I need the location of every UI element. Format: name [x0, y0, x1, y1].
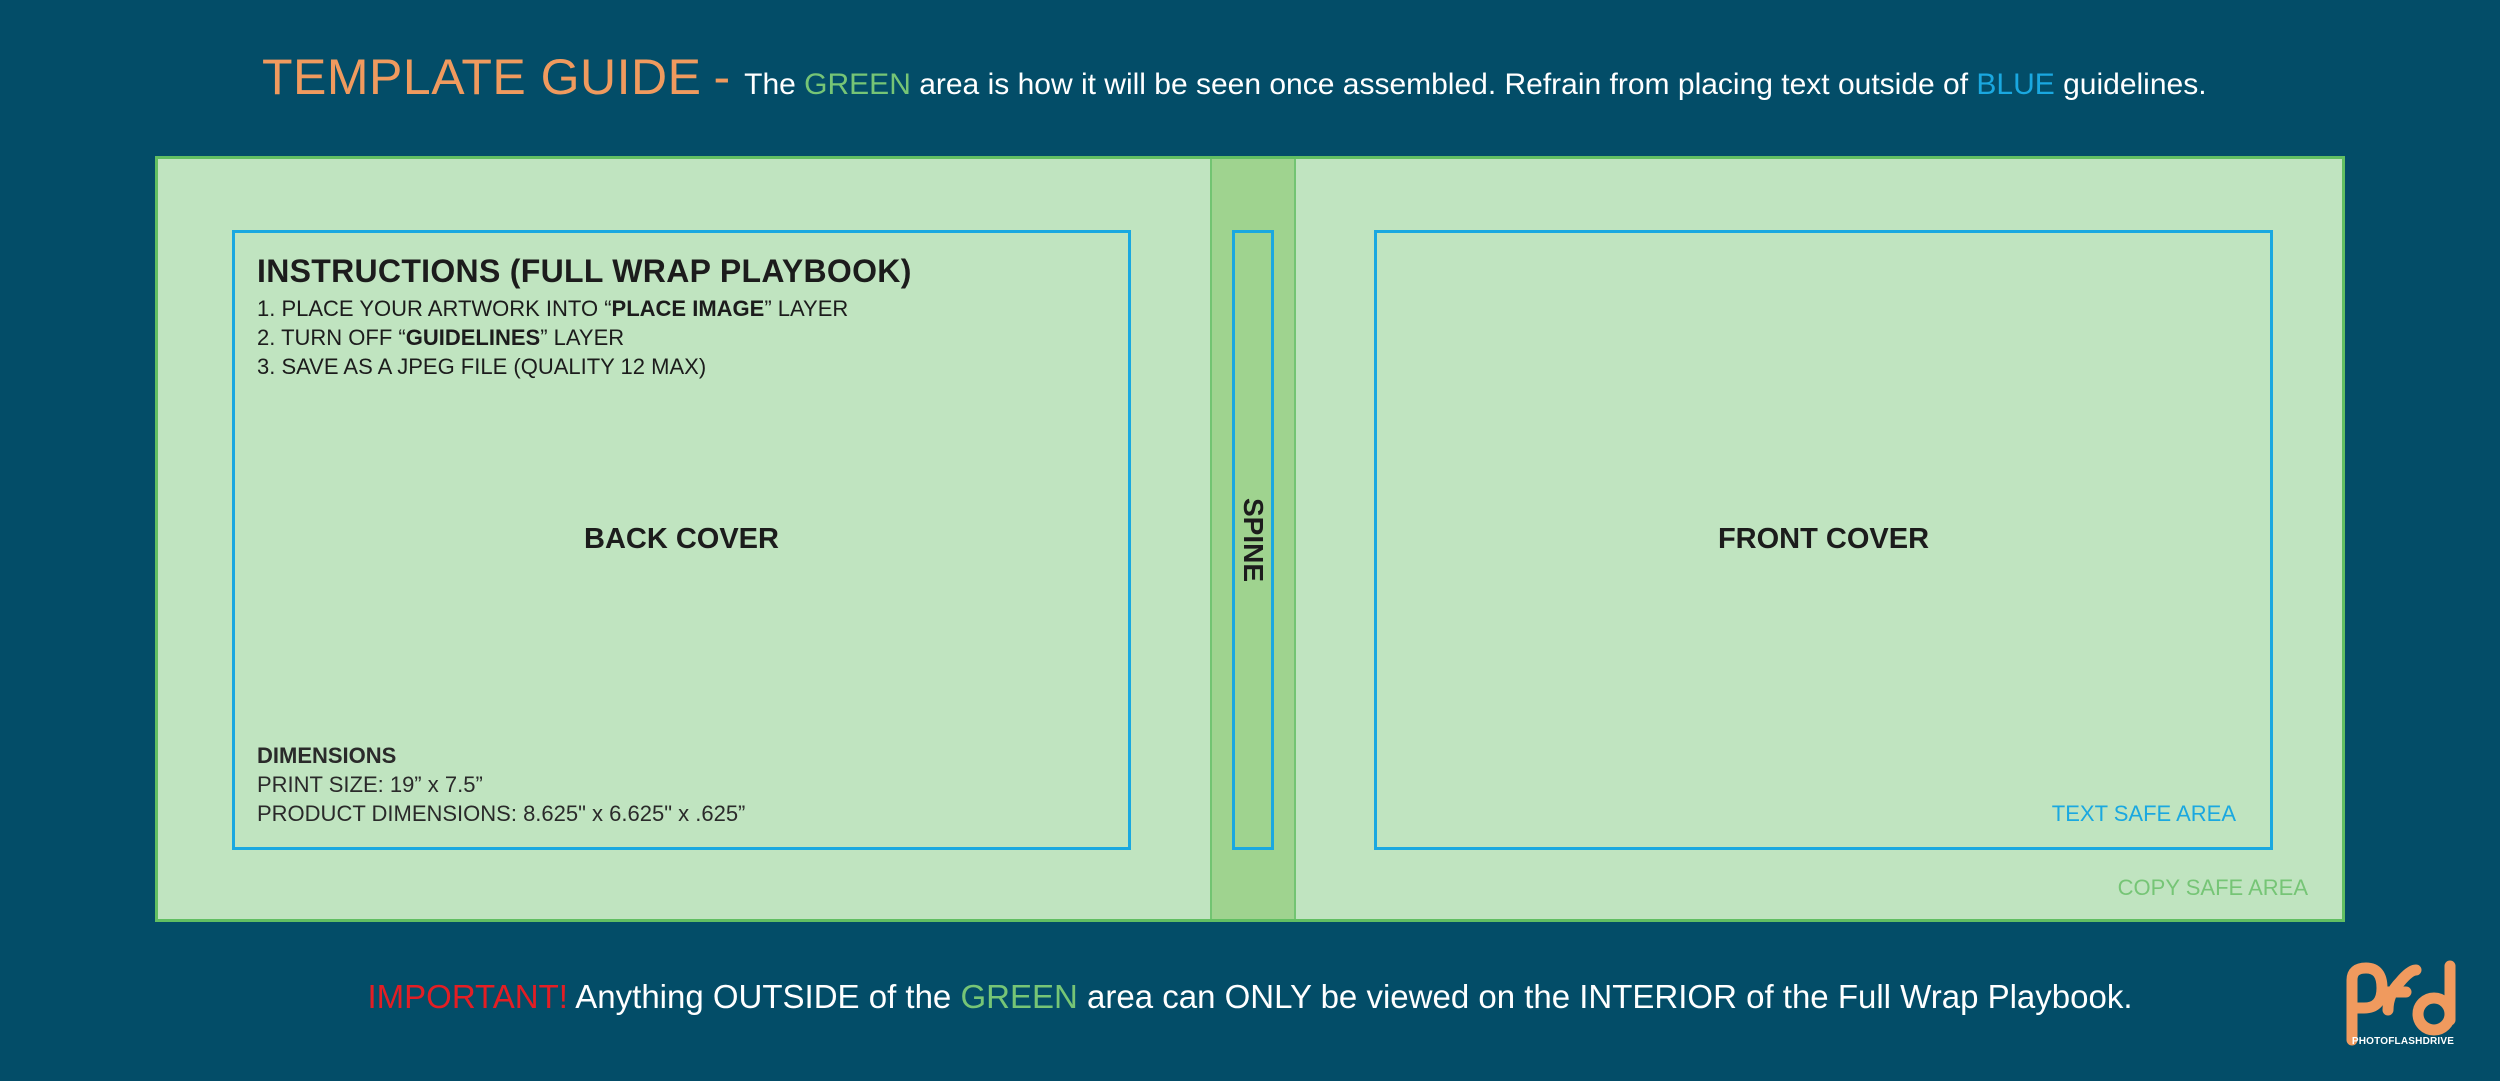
important-label: IMPORTANT!: [367, 978, 568, 1015]
step1-pre: 1. PLACE YOUR ARTWORK INTO “: [257, 296, 612, 321]
header-desc-blue: BLUE: [1976, 68, 2055, 101]
footer-green: GREEN: [960, 978, 1078, 1015]
dimensions: DIMENSIONS PRINT SIZE: 19” x 7.5” PRODUC…: [257, 741, 745, 828]
step2-bold: GUIDELINES: [405, 325, 541, 350]
spine-text-safe-box: SPINE: [1232, 230, 1274, 850]
footer-part1: Anything OUTSIDE of the: [567, 978, 961, 1015]
header-description: The GREEN area is how it will be seen on…: [744, 68, 2206, 102]
step2-pre: 2. TURN OFF “: [257, 325, 406, 350]
text-safe-area-label: TEXT SAFE AREA: [2051, 801, 2236, 826]
step1-post: ” LAYER: [764, 296, 849, 321]
back-cover-label: BACK COVER: [584, 523, 779, 555]
header-desc-green: GREEN: [804, 68, 911, 101]
print-size: PRINT SIZE: 19” x 7.5”: [257, 772, 483, 797]
footer-part2: area can ONLY be viewed on the INTERIOR …: [1077, 978, 2133, 1015]
spine-label: SPINE: [1238, 497, 1269, 583]
header: TEMPLATE GUIDE - The GREEN area is how i…: [262, 48, 2207, 118]
instructions-title: INSTRUCTIONS (FULL WRAP PLAYBOOK): [257, 253, 912, 289]
copy-safe-area-label: COPY SAFE AREA: [2117, 875, 2308, 900]
header-desc-part2: area is how it will be seen once assembl…: [910, 68, 1977, 101]
logo-text: PHOTOFLASHDRIVE: [2351, 1036, 2455, 1047]
instructions: INSTRUCTIONS (FULL WRAP PLAYBOOK) 1. PLA…: [257, 253, 912, 381]
page-title: TEMPLATE GUIDE: [262, 49, 702, 105]
step1-bold: PLACE IMAGE: [611, 296, 765, 321]
instruction-step-3: 3. SAVE AS A JPEG FILE (QUALITY 12 MAX): [257, 354, 707, 379]
footer-note: IMPORTANT! Anything OUTSIDE of the GREEN…: [0, 978, 2500, 1016]
pfd-logo-icon: [2346, 960, 2456, 1046]
back-cover-text-safe-box: INSTRUCTIONS (FULL WRAP PLAYBOOK) 1. PLA…: [232, 230, 1131, 850]
copy-safe-area: INSTRUCTIONS (FULL WRAP PLAYBOOK) 1. PLA…: [155, 156, 2345, 922]
header-desc-part3: guidelines.: [2054, 68, 2207, 101]
front-cover-text-safe-box: FRONT COVER TEXT SAFE AREA: [1374, 230, 2273, 850]
product-dimensions: PRODUCT DIMENSIONS: 8.625" x 6.625" x .6…: [257, 801, 746, 826]
dimensions-title: DIMENSIONS: [257, 743, 397, 768]
step2-post: ” LAYER: [540, 325, 625, 350]
instruction-step-2: 2. TURN OFF “GUIDELINES” LAYER: [257, 323, 912, 352]
front-cover-label: FRONT COVER: [1717, 523, 1930, 555]
spine-band: [1210, 159, 1296, 919]
instruction-step-1: 1. PLACE YOUR ARTWORK INTO “PLACE IMAGE”…: [257, 294, 912, 323]
header-desc-part1: The: [744, 68, 805, 101]
title-dash: -: [713, 49, 731, 105]
